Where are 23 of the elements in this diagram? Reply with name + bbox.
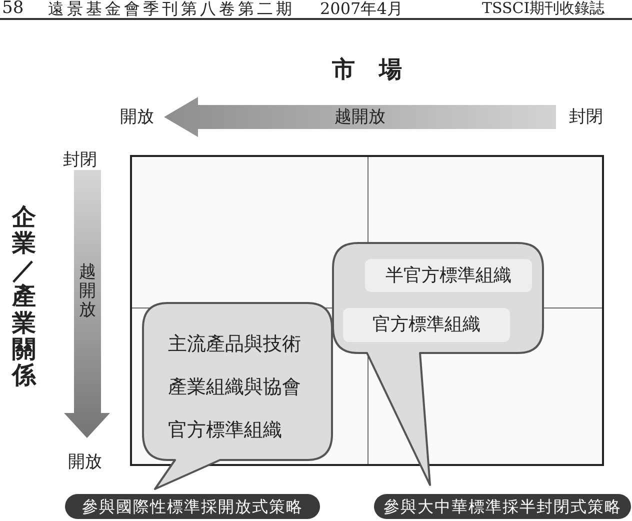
speech-bubble (142, 302, 333, 490)
running-header: TSSCI期刊收錄誌 (482, 0, 605, 17)
strategy-pill: 參與國際性標準採開放式策略 (65, 494, 320, 519)
arrow-label: 越開放 (79, 263, 96, 320)
running-header: 遠景基金會季刊第八卷第二期 (48, 0, 295, 17)
label-chip: 官方標準組織 (343, 308, 510, 342)
bubble-text: 主流產品與技術 (168, 332, 301, 357)
axis-end-label: 開放 (120, 108, 154, 126)
strategy-pill: 參與大中華標準採半封閉式策略 (374, 494, 631, 519)
issue-date: 2007年4月 (320, 0, 403, 17)
page-number: 58 (2, 0, 24, 17)
axis-end-label: 封閉 (63, 151, 97, 169)
gradient-arrow (64, 170, 110, 438)
axis-end-label: 開放 (68, 453, 102, 471)
axis-title: 企業／產業關係 (12, 204, 36, 389)
axis-end-label: 封閉 (569, 108, 603, 126)
label-chip: 半官方標準組織 (365, 259, 532, 292)
speech-bubble (332, 242, 544, 486)
arrow-label: 越開放 (334, 108, 386, 126)
bubble-text: 產業組織與協會 (168, 375, 301, 400)
bubble-text: 官方標準組織 (168, 418, 283, 443)
gradient-arrow (164, 97, 556, 137)
chart-title: 市場 (332, 57, 402, 83)
